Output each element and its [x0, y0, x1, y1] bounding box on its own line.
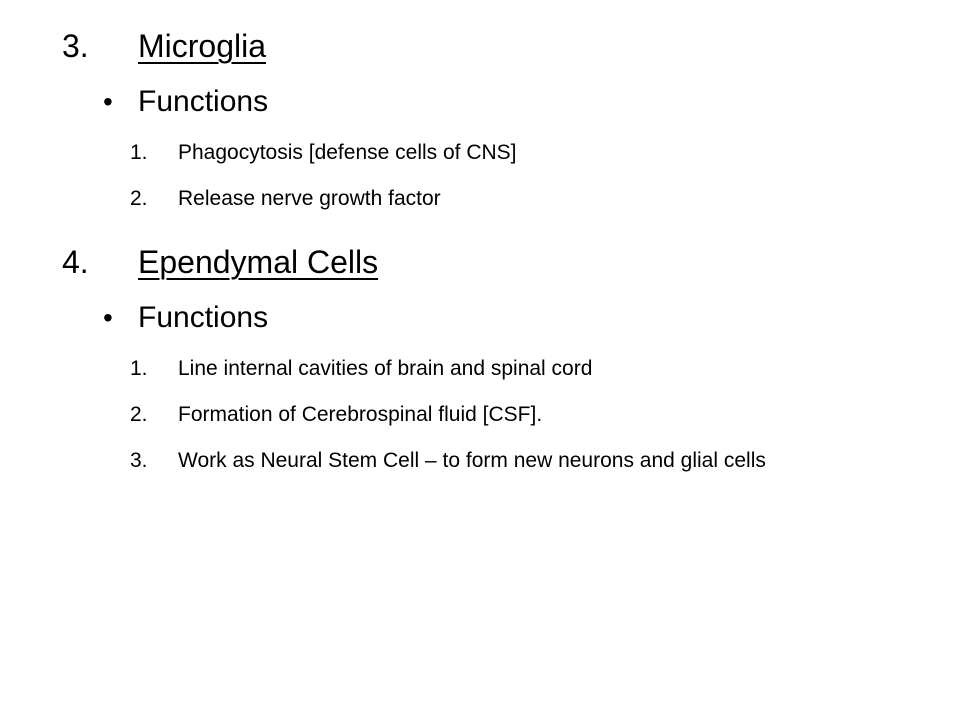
list-item: 1. Line internal cavities of brain and s… [0, 346, 960, 392]
heading-number: 4. [62, 244, 89, 280]
list-item: 1. Phagocytosis [defense cells of CNS] [0, 130, 960, 176]
section-microglia: 3. Microglia • Functions 1. Phagocytosis… [0, 18, 960, 222]
list-item-number: 2. [130, 403, 148, 426]
heading-title: Ependymal Cells [138, 244, 379, 280]
bullet-label: Functions [138, 85, 269, 118]
list-item: 2. Formation of Cerebrospinal fluid [CSF… [0, 392, 960, 438]
list-item-number: 1. [130, 357, 148, 380]
function-list: 1. Phagocytosis [defense cells of CNS] 2… [0, 130, 960, 222]
section-heading: 4. Ependymal Cells [0, 234, 960, 290]
bullet-label: Functions [138, 301, 269, 334]
list-item-text: Phagocytosis [defense cells of CNS] [178, 141, 517, 164]
list-item-number: 1. [130, 141, 148, 164]
list-item-text: Line internal cavities of brain and spin… [178, 357, 593, 380]
list-item: 3. Work as Neural Stem Cell – to form ne… [0, 438, 960, 484]
list-item-number: 2. [130, 187, 148, 210]
bullet-functions: • Functions [0, 290, 960, 346]
list-item-text: Formation of Cerebrospinal fluid [CSF]. [178, 403, 543, 426]
list-item: 2. Release nerve growth factor [0, 176, 960, 222]
list-item-text: Release nerve growth factor [178, 187, 441, 210]
heading-title: Microglia [138, 28, 267, 64]
function-list: 1. Line internal cavities of brain and s… [0, 346, 960, 484]
bullet-icon: • [103, 302, 113, 333]
list-item-number: 3. [130, 449, 148, 472]
bullet-icon: • [103, 86, 113, 117]
list-item-text: Work as Neural Stem Cell – to form new n… [178, 449, 766, 472]
bullet-functions: • Functions [0, 74, 960, 130]
heading-number: 3. [62, 28, 89, 64]
section-heading: 3. Microglia [0, 18, 960, 74]
section-ependymal-cells: 4. Ependymal Cells • Functions 1. Line i… [0, 234, 960, 484]
